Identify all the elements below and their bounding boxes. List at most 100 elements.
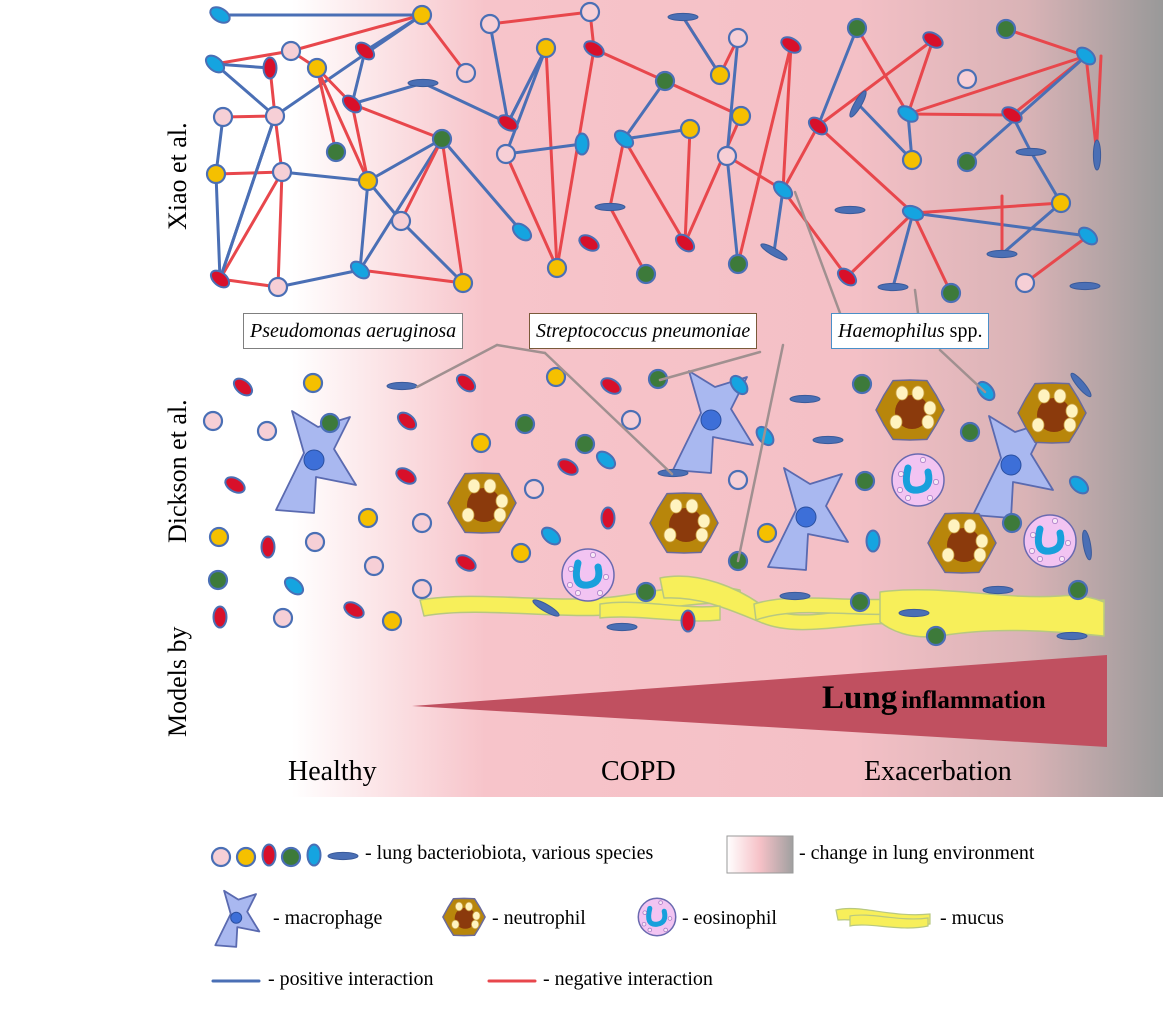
red-bacillus bbox=[922, 31, 944, 49]
red-bacillus bbox=[343, 601, 365, 619]
interaction-edge bbox=[608, 137, 626, 209]
interaction-edge bbox=[1004, 27, 1088, 58]
red-bacillus bbox=[224, 476, 246, 494]
red-bacillus bbox=[261, 843, 277, 867]
species-streptococcus: Streptococcus pneumoniae bbox=[529, 313, 758, 349]
green-coccus bbox=[995, 18, 1017, 40]
pink-coccus bbox=[1014, 272, 1036, 294]
legend-mucus-swatch bbox=[849, 914, 929, 929]
interaction-edge bbox=[855, 26, 910, 116]
green-coccus bbox=[849, 591, 871, 613]
cyan-bacillus bbox=[1077, 226, 1099, 246]
eosinophil-granule bbox=[641, 921, 647, 927]
interaction-edge bbox=[289, 13, 424, 53]
eosinophil-granule bbox=[590, 552, 596, 558]
yellow-coccus bbox=[357, 170, 379, 192]
macrophage-nucleus bbox=[303, 449, 325, 471]
species-name: Haemophilus bbox=[838, 320, 945, 342]
blue-rod bbox=[812, 435, 844, 445]
species-haemophilus: Haemophilus spp. bbox=[831, 313, 990, 349]
yellow-coccus bbox=[1050, 192, 1072, 214]
interaction-edge bbox=[816, 124, 915, 215]
cyan-bacillus bbox=[865, 529, 881, 553]
neutrophil-granule bbox=[454, 901, 464, 912]
legend-environment-swatch bbox=[726, 835, 794, 874]
pink-coccus bbox=[210, 846, 232, 868]
interaction-edge bbox=[358, 268, 465, 285]
neutrophil-granule bbox=[695, 527, 709, 543]
interaction-edge bbox=[906, 38, 935, 116]
blue-rod bbox=[667, 12, 699, 22]
green-coccus bbox=[280, 846, 302, 868]
green-coccus bbox=[925, 625, 947, 647]
stage-label-copd: COPD bbox=[601, 756, 676, 787]
yellow-coccus bbox=[306, 57, 328, 79]
interaction-edge bbox=[214, 170, 284, 176]
pink-coccus bbox=[727, 27, 749, 49]
interaction-edge bbox=[504, 46, 548, 156]
yellow-coccus bbox=[901, 149, 923, 171]
cyan-bacillus bbox=[772, 180, 794, 200]
interaction-edge bbox=[399, 219, 465, 285]
interaction-edge bbox=[856, 102, 914, 162]
macrophage-nucleus bbox=[700, 409, 722, 431]
interaction-edge bbox=[421, 81, 510, 125]
blue-rod bbox=[407, 78, 439, 88]
blue-rod bbox=[386, 381, 418, 391]
interaction-edge bbox=[781, 124, 820, 192]
neutrophil-granule bbox=[1031, 417, 1045, 433]
stage-label-healthy: Healthy bbox=[288, 756, 377, 787]
interaction-edge bbox=[683, 127, 692, 245]
red-bacillus bbox=[600, 377, 622, 395]
pink-coccus bbox=[716, 145, 738, 167]
interaction-edge bbox=[358, 137, 444, 272]
neutrophil-granule bbox=[923, 400, 937, 416]
legend-neutrophil-text: - neutrophil bbox=[492, 907, 586, 929]
species-connector bbox=[736, 343, 785, 563]
interaction-edge bbox=[1084, 54, 1099, 157]
neutrophil-granule bbox=[464, 901, 474, 912]
interaction-edge bbox=[891, 211, 915, 289]
eosinophil-granule bbox=[927, 495, 933, 501]
pink-coccus bbox=[523, 478, 545, 500]
red-bacillus bbox=[836, 267, 858, 287]
interaction-edge bbox=[781, 43, 793, 192]
interaction-edge bbox=[440, 137, 524, 234]
neutrophil-granule bbox=[697, 513, 711, 529]
eosinophil-granule bbox=[1029, 548, 1035, 554]
green-coccus bbox=[846, 17, 868, 39]
interaction-edge bbox=[911, 201, 1063, 215]
blue-rod bbox=[594, 202, 626, 212]
inflammation-label: Lung inflammation bbox=[822, 680, 1046, 717]
interaction-edge bbox=[420, 13, 468, 75]
red-bacillus bbox=[396, 411, 418, 431]
cyan-bacillus bbox=[204, 54, 226, 74]
neutrophil-granule bbox=[973, 547, 987, 563]
green-coccus bbox=[956, 151, 978, 173]
species-connector bbox=[415, 343, 499, 389]
cyan-bacillus bbox=[349, 260, 371, 280]
green-coccus bbox=[727, 253, 749, 275]
blue-rod bbox=[1069, 281, 1101, 291]
red-bacillus bbox=[212, 605, 228, 629]
pink-coccus bbox=[272, 607, 294, 629]
red-bacillus bbox=[341, 94, 363, 114]
neutrophil-nucleus bbox=[895, 395, 929, 429]
interaction-edge bbox=[622, 79, 667, 141]
eosinophil-granule bbox=[597, 590, 603, 596]
red-bacillus bbox=[680, 609, 696, 633]
yellow-coccus bbox=[730, 105, 752, 127]
pink-coccus bbox=[727, 469, 749, 491]
cyan-bacillus bbox=[976, 380, 996, 402]
interaction-edge bbox=[276, 170, 284, 289]
eosinophil-granule bbox=[897, 487, 903, 493]
eosinophil-granule bbox=[1059, 556, 1065, 562]
blue-rod bbox=[1056, 631, 1088, 641]
inflammation-word-lung: Lung bbox=[822, 680, 898, 716]
pink-coccus bbox=[202, 410, 224, 432]
red-bacillus bbox=[1001, 106, 1023, 124]
inflammation-word-inflammation: inflammation bbox=[901, 687, 1046, 714]
interaction-edge bbox=[781, 188, 849, 279]
neutrophil-granule bbox=[461, 507, 475, 523]
